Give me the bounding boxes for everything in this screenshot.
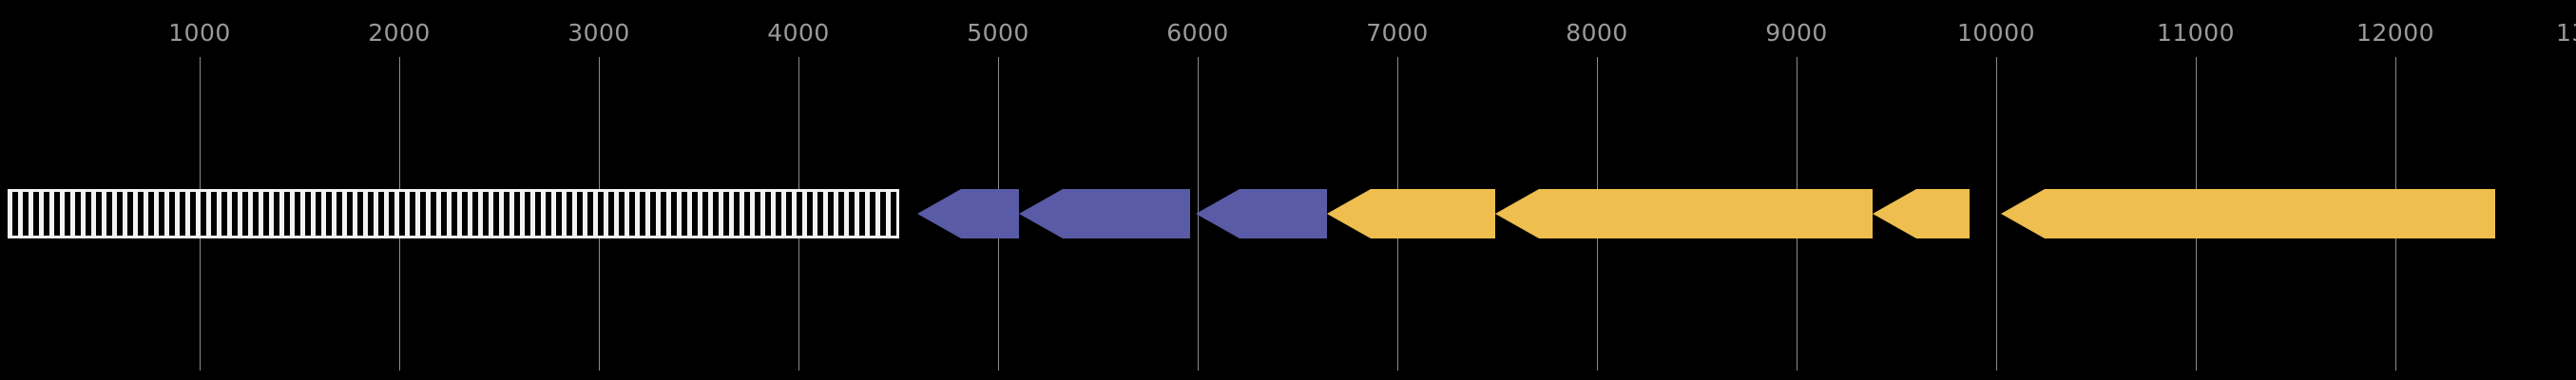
arrow-icon: [1196, 189, 1327, 238]
arrow-icon: [2001, 189, 2495, 238]
axis-tick-label: 8000: [1566, 19, 1628, 47]
axis-tick-label: 10000: [1956, 19, 2036, 47]
axis-tick-label: 11000: [2156, 19, 2236, 47]
axis-tick-label: 2000: [368, 19, 431, 47]
axis-tick-label: 4000: [767, 19, 830, 47]
axis-tick-label: 7000: [1366, 19, 1429, 47]
axis-tick-label: 1000: [168, 19, 231, 47]
arrow-icon: [917, 189, 1019, 238]
axis-tick-label: 13000: [2555, 19, 2576, 47]
gene-feature-arrow[interactable]: [1019, 189, 1190, 238]
axis-tick-label: 9000: [1765, 19, 1828, 47]
gene-feature-arrow[interactable]: [1495, 189, 1873, 238]
arrow-icon: [1873, 189, 1970, 238]
axis-tick-label: 6000: [1166, 19, 1229, 47]
gene-feature-arrow[interactable]: [1873, 189, 1970, 238]
arrow-icon: [1019, 189, 1190, 238]
feature-track: [0, 189, 2576, 238]
arrow-icon: [1327, 189, 1495, 238]
gene-feature-arrow[interactable]: [917, 189, 1019, 238]
axis-tick-label: 3000: [567, 19, 630, 47]
gene-feature-arrow[interactable]: [1327, 189, 1495, 238]
arrow-icon: [1495, 189, 1873, 238]
gene-feature-arrow[interactable]: [1196, 189, 1327, 238]
axis-tick-label: 5000: [967, 19, 1029, 47]
gene-feature-arrow[interactable]: [2001, 189, 2495, 238]
axis-tick-label: 12000: [2355, 19, 2435, 47]
masked-region[interactable]: [8, 189, 899, 238]
